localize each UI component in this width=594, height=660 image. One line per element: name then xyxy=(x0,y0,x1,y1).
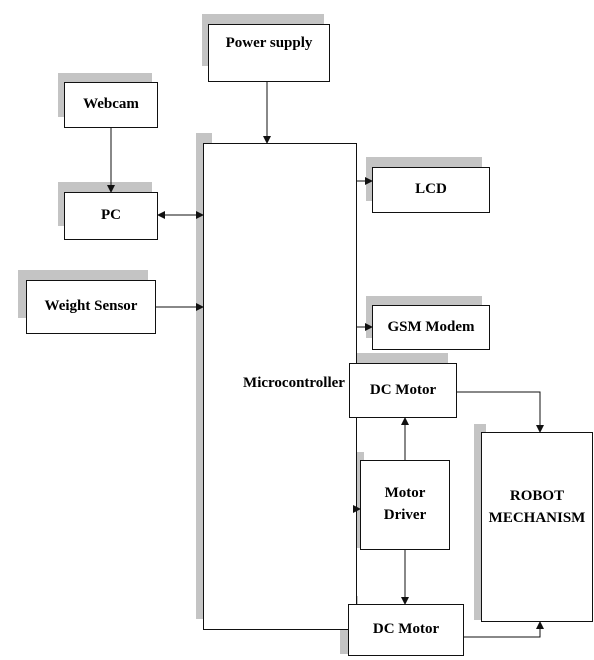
robot-mechanism-label: ROBOT MECHANISM xyxy=(489,486,586,530)
weight-sensor-label: Weight Sensor xyxy=(44,298,138,315)
lcd-block: LCD xyxy=(372,167,490,213)
motor-driver-block: Motor Driver xyxy=(360,460,450,550)
robot-mechanism-label-line2: MECHANISM xyxy=(488,510,586,526)
motor-driver-label-line2: Driver xyxy=(383,507,427,523)
robot-mechanism-label-line1: ROBOT xyxy=(509,488,565,505)
gsm-modem-label: GSM Modem xyxy=(387,318,475,335)
robot-mechanism-block: ROBOT MECHANISM xyxy=(481,432,593,622)
dc-motor-bottom-block: DC Motor xyxy=(348,604,464,656)
dc-motor-top-label: DC Motor xyxy=(369,381,437,398)
webcam-label: Webcam xyxy=(83,96,139,113)
dc-motor-bottom-label: DC Motor xyxy=(372,621,440,638)
pc-block: PC xyxy=(64,192,158,240)
power-supply-label: Power supply xyxy=(225,35,313,51)
pc-label: PC xyxy=(101,207,121,224)
dc-motor-top-block: DC Motor xyxy=(349,363,457,418)
power-supply-block: Power supply xyxy=(208,24,330,82)
motor-driver-label: Motor Driver xyxy=(384,483,426,527)
weight-sensor-block: Weight Sensor xyxy=(26,280,156,334)
dc-bottom-to-robot-arrow xyxy=(464,621,544,638)
webcam-block: Webcam xyxy=(64,82,158,128)
microcontroller-block: Microcontroller xyxy=(203,143,357,630)
gsm-modem-block: GSM Modem xyxy=(372,305,490,350)
motor-driver-label-line1: Motor xyxy=(384,485,426,502)
lcd-label: LCD xyxy=(415,181,447,198)
dc-top-to-robot-arrow xyxy=(457,391,544,433)
microcontroller-label: Microcontroller xyxy=(243,374,345,391)
